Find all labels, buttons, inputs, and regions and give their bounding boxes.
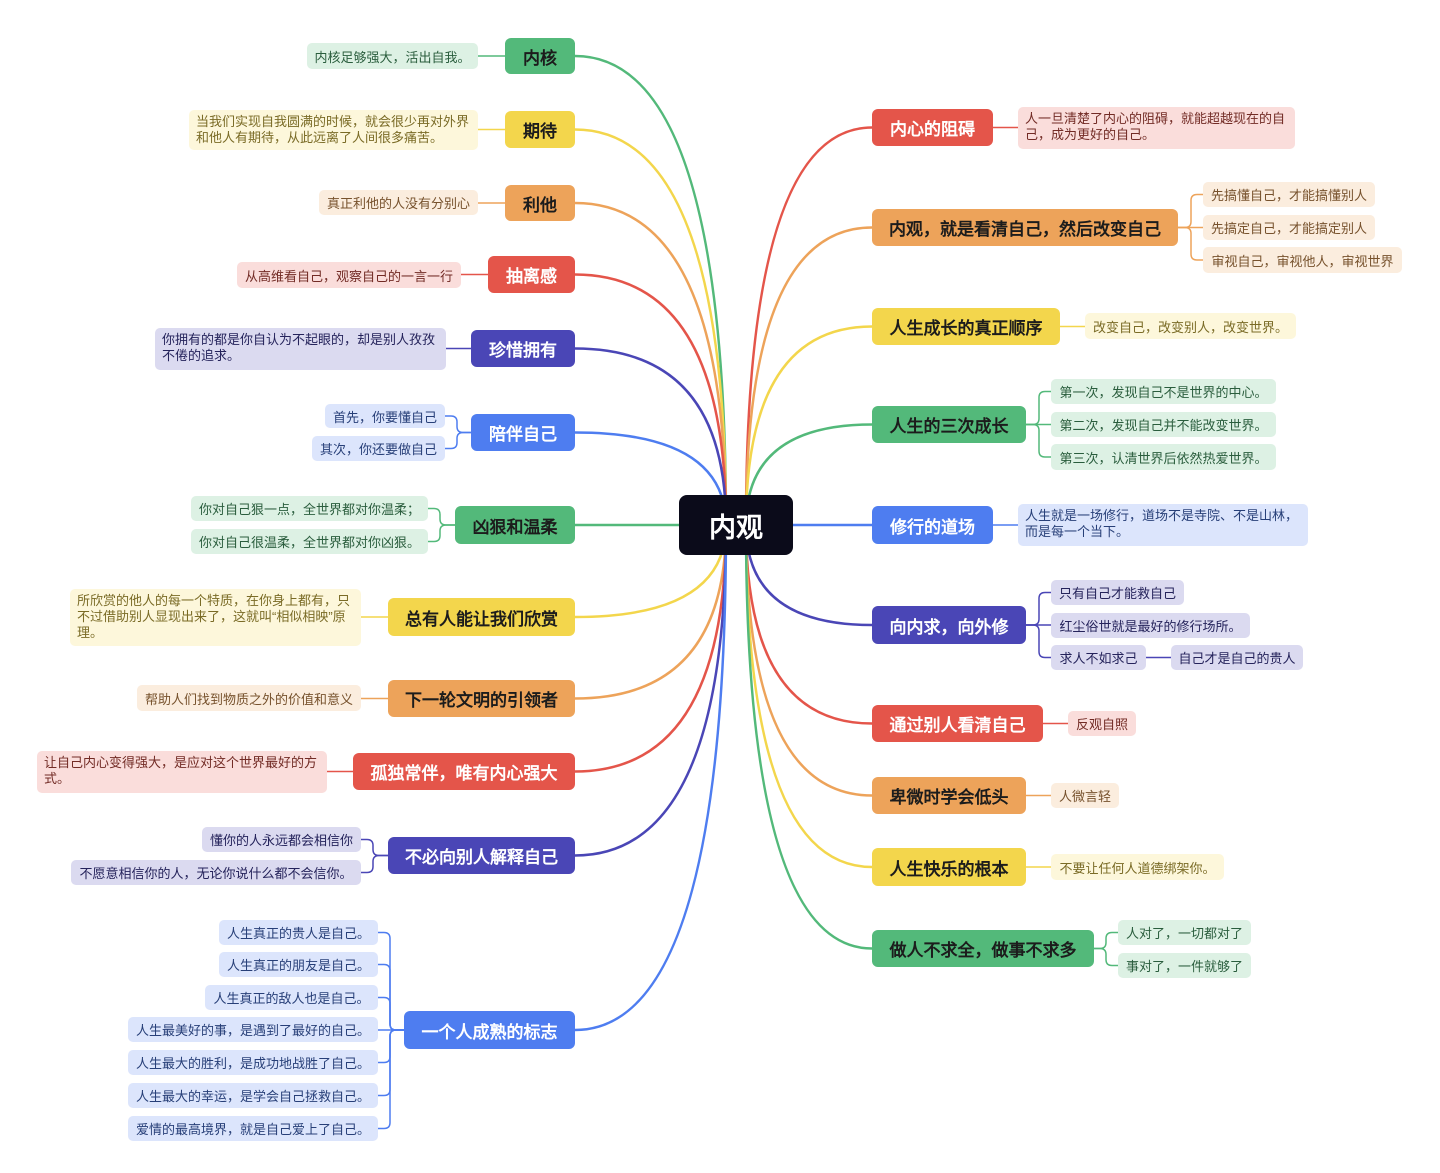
left-branch-05-detail-1: 你拥有的都是你自认为不起眼的，却是别人孜孜不倦的追求。 xyxy=(155,328,446,370)
left-branch-12-connector xyxy=(573,523,728,1032)
right-branch-04: 人生的三次成长 xyxy=(872,406,1026,443)
left-branch-06-detail-2: 其次，你还要做自己 xyxy=(312,436,445,461)
right-branch-06-detail-3-child-1: 自己才是自己的贵人 xyxy=(1171,645,1303,670)
right-branch-07-detail-1: 反观自照 xyxy=(1068,711,1136,736)
right-branch-02-detail-1: 先搞懂自己，才能搞懂别人 xyxy=(1203,182,1375,207)
left-branch-03-connector xyxy=(573,201,728,527)
right-branch-03-connector xyxy=(744,325,874,527)
right-branch-04-detail-1: 第一次，发现自己不是世界的中心。 xyxy=(1051,379,1276,404)
right-branch-01-connector xyxy=(744,126,874,527)
right-branch-06-detail-1-connector xyxy=(1025,591,1052,626)
right-branch-09-detail-1: 不要让任何人道德绑架你。 xyxy=(1051,854,1224,880)
left-branch-01-connector xyxy=(573,54,728,527)
right-branch-01-detail-1: 人一旦清楚了内心的阻碍，就能超越现在的自己，成为更好的自己。 xyxy=(1018,107,1295,149)
right-branch-09: 人生快乐的根本 xyxy=(872,848,1026,886)
right-branch-08: 卑微时学会低头 xyxy=(872,777,1026,814)
right-branch-01: 内心的阻碍 xyxy=(872,109,993,146)
left-branch-05: 珍惜拥有 xyxy=(471,330,575,367)
left-branch-12-detail-5: 人生最大的胜利，是成功地战胜了自己。 xyxy=(128,1050,378,1075)
right-branch-03-detail-1: 改变自己，改变别人，改变世界。 xyxy=(1085,313,1296,339)
left-branch-12-detail-3: 人生真正的敌人也是自己。 xyxy=(205,985,378,1010)
right-branch-08-detail-1: 人微言轻 xyxy=(1051,783,1119,808)
left-branch-11-detail-2: 不愿意相信你的人，无论你说什么都不会信你。 xyxy=(71,860,361,885)
left-branch-11: 不必向别人解释自己 xyxy=(388,837,575,874)
right-branch-04-detail-2: 第二次，发现自己并不能改变世界。 xyxy=(1051,412,1276,437)
left-branch-10-detail-1: 让自己内心变得强大，是应对这个世界最好的方式。 xyxy=(37,751,327,793)
right-branch-10-connector xyxy=(744,523,874,950)
right-branch-05-detail-1: 人生就是一场修行，道场不是寺院、不是山林，而是每一个当下。 xyxy=(1018,504,1308,546)
left-branch-07-detail-2-connector xyxy=(427,524,456,543)
left-branch-12-detail-7: 爱情的最高境界，就是自己爱上了自己。 xyxy=(128,1116,378,1141)
left-branch-07-detail-2: 你对自己很温柔，全世界都对你凶狠。 xyxy=(191,529,428,554)
left-branch-07: 凶狠和温柔 xyxy=(455,506,575,544)
left-branch-11-detail-1: 懂你的人永远都会相信你 xyxy=(202,827,361,852)
right-branch-06-detail-1: 只有自己才能救自己 xyxy=(1051,580,1184,605)
left-branch-07-detail-1: 你对自己狠一点，全世界都对你温柔； xyxy=(191,496,428,521)
right-branch-10-detail-2: 事对了，一件就够了 xyxy=(1118,953,1251,978)
right-branch-06-detail-3: 求人不如求己 xyxy=(1051,645,1146,670)
right-branch-10-detail-2-connector xyxy=(1093,947,1119,967)
left-branch-06-detail-1-connector xyxy=(444,415,472,434)
right-branch-02-connector xyxy=(744,226,874,527)
right-branch-02: 内观，就是看清自己，然后改变自己 xyxy=(872,209,1178,246)
left-branch-04: 抽离感 xyxy=(488,256,575,293)
center-topic: 内观 xyxy=(679,495,793,555)
left-branch-02-detail-1: 当我们实现自我圆满的时候，就会很少再对外界和他人有期待，从此远离了人间很多痛苦。 xyxy=(189,110,478,150)
left-branch-04-connector xyxy=(573,273,728,527)
left-branch-09-connector xyxy=(573,523,728,700)
left-branch-05-connector xyxy=(573,347,728,527)
right-branch-10-detail-1-connector xyxy=(1093,931,1119,950)
left-branch-06-detail-1: 首先，你要懂自己 xyxy=(325,404,445,428)
right-branch-03: 人生成长的真正顺序 xyxy=(872,308,1060,345)
right-branch-02-detail-3-connector xyxy=(1177,226,1204,261)
left-branch-11-detail-2-connector xyxy=(360,854,389,874)
right-branch-06-detail-2: 红尘俗世就是最好的修行场所。 xyxy=(1051,613,1250,638)
right-branch-10: 做人不求全，做事不求多 xyxy=(872,930,1094,967)
right-branch-08-connector xyxy=(744,523,874,797)
right-branch-05: 修行的道场 xyxy=(872,506,993,544)
left-branch-12-detail-1-connector xyxy=(377,931,405,1031)
left-branch-08: 总有人能让我们欣赏 xyxy=(388,598,575,636)
left-branch-11-connector xyxy=(573,523,728,857)
left-branch-07-detail-1-connector xyxy=(427,507,456,526)
left-branch-12-detail-3-connector xyxy=(377,996,405,1031)
left-branch-01-detail-1: 内核足够强大，活出自我。 xyxy=(307,43,478,69)
right-branch-04-detail-3: 第三次，认清世界后依然热爱世界。 xyxy=(1051,444,1276,470)
left-branch-10-connector xyxy=(573,523,728,773)
left-branch-10: 孤独常伴，唯有内心强大 xyxy=(353,753,575,790)
left-branch-02-connector xyxy=(573,128,728,527)
left-branch-04-detail-1: 从高维看自己，观察自己的一言一行 xyxy=(237,262,461,288)
right-branch-07: 通过别人看清自己 xyxy=(872,705,1043,742)
right-branch-02-detail-2: 先搞定自己，才能搞定别人 xyxy=(1203,215,1375,240)
left-branch-09: 下一轮文明的引领者 xyxy=(388,680,575,717)
right-branch-04-detail-3-connector xyxy=(1025,423,1052,458)
right-branch-02-detail-3: 审视自己，审视他人，审视世界 xyxy=(1203,247,1402,273)
left-branch-06: 陪伴自己 xyxy=(471,414,575,451)
left-branch-11-detail-1-connector xyxy=(360,838,389,857)
right-branch-06: 向内求，向外修 xyxy=(872,606,1026,644)
left-branch-12-detail-1: 人生真正的贵人是自己。 xyxy=(219,920,378,945)
left-branch-01: 内核 xyxy=(505,38,575,74)
right-branch-10-detail-1: 人对了，一切都对了 xyxy=(1118,920,1251,945)
left-branch-12-detail-2: 人生真正的朋友是自己。 xyxy=(219,952,378,977)
right-branch-04-detail-1-connector xyxy=(1025,390,1052,426)
left-branch-03-detail-1: 真正利他的人没有分别心 xyxy=(319,190,478,215)
left-branch-08-detail-1: 所欣赏的他人的每一个特质，在你身上都有，只不过借助别人显现出来了，这就叫“相似相… xyxy=(70,589,361,646)
left-branch-06-detail-2-connector xyxy=(444,431,472,450)
right-branch-06-detail-3-connector xyxy=(1025,624,1052,659)
left-branch-12-detail-4: 人生最美好的事，是遇到了最好的自己。 xyxy=(128,1017,378,1042)
right-branch-02-detail-1-connector xyxy=(1177,193,1204,229)
left-branch-12: 一个人成熟的标志 xyxy=(404,1011,575,1049)
left-branch-12-detail-6: 人生最大的幸运，是学会自己拯救自己。 xyxy=(128,1083,378,1108)
left-branch-02: 期待 xyxy=(505,111,575,148)
left-branch-12-detail-7-connector xyxy=(377,1029,405,1130)
left-branch-12-detail-5-connector xyxy=(377,1029,405,1064)
left-branch-03: 利他 xyxy=(505,185,575,221)
left-branch-09-detail-1: 帮助人们找到物质之外的价值和意义 xyxy=(137,685,361,711)
